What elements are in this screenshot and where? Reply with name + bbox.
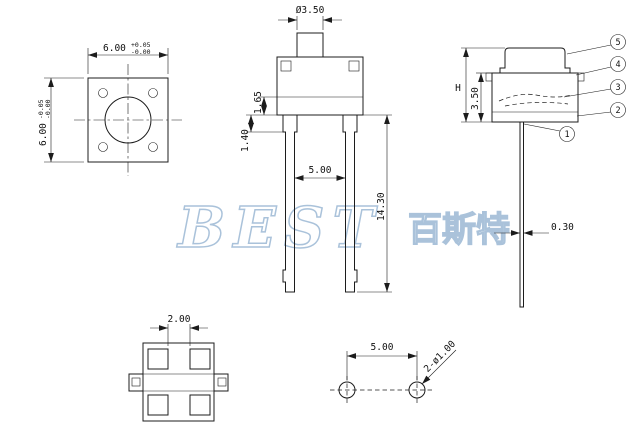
front-leg-left [282,115,298,293]
dim-top-width-tol-up: +0.05 [131,41,151,49]
corner-post [98,88,108,98]
dim-inner-height: 1.65 [253,91,264,114]
callout-2: 2 [576,102,626,118]
dim-top-height-tol-up: -0.05 [37,99,45,119]
side-dome-dashed-1 [498,93,572,102]
pcb-hole-right [408,381,426,399]
bottom-tab-right-hole [217,377,227,387]
dim-pin-span: 5.00 [309,165,332,176]
dim-total-height: 14.30 [376,192,387,221]
front-body-outline [276,56,364,116]
label-hole-spec: 2-ø1.00 [422,339,458,375]
pcb-hole-left [338,381,356,399]
callout-4: 4 [575,56,626,76]
bottom-hole-bottom-left [147,394,169,416]
bottom-tab-left-hole [131,377,141,387]
top-view: 6.00 +0.05 -0.00 6.00 -0.05 -0.00 [37,41,182,176]
corner-post [148,88,158,98]
bottom-tab-right [213,373,229,392]
callout-5: 5 [566,34,626,55]
dim-pin-thickness: 0.30 [551,222,574,233]
dim-shoulder-height: 1.40 [240,129,251,152]
front-view: Ø3.50 1.65 1.40 5.00 14.30 [240,5,392,293]
svg-text:5: 5 [615,38,620,48]
front-plunger-outline [296,32,324,57]
callout-3: 3 [563,79,626,98]
svg-text:1: 1 [564,130,569,140]
dim-top-height-tol-dn: -0.00 [44,99,52,119]
dim-body-height: 3.50 [470,87,481,110]
front-body-post-left [280,60,292,72]
bottom-hole-bottom-right [189,394,211,416]
dim-top-width-tol-dn: -0.00 [131,48,151,56]
dim-h: H [455,83,461,94]
corner-post [148,142,158,152]
watermark: BEST 百斯特 [175,194,510,262]
svg-text:4: 4 [615,60,620,70]
dim-hole-pitch: 5.00 [371,342,394,353]
bottom-tab-left [128,373,144,392]
bottom-hole-top-right [189,348,211,370]
side-cover-tab-left [485,72,493,82]
pcb-layout-view: 5.00 2-ø1.00 [330,339,458,404]
svg-text:3: 3 [615,83,620,93]
bottom-view: 2.00 [128,314,229,422]
bottom-hole-top-left [147,348,169,370]
bottom-body-outline [142,342,215,422]
dim-slot-width: 2.00 [168,314,191,325]
dim-top-width: 6.00 [103,43,126,54]
dim-top-height: 6.00 [38,123,49,146]
side-view: H 3.50 0.30 5 4 3 2 [455,34,626,308]
side-body-outline [491,72,579,123]
side-terminal-leg [519,122,524,308]
corner-post [98,142,108,152]
dim-button-diameter: Ø3.50 [296,5,325,16]
watermark-latin: BEST [176,195,382,261]
side-dome-dashed-2 [504,102,569,107]
svg-text:2: 2 [615,106,620,116]
front-leg-right [342,115,358,293]
watermark-cjk: 百斯特 [408,210,510,250]
front-body-post-right [348,60,360,72]
side-cap-outline [499,47,571,73]
callout-1: 1 [523,123,575,142]
